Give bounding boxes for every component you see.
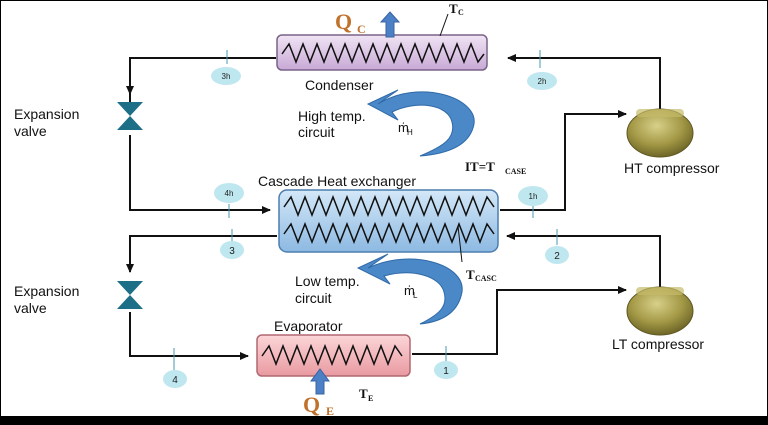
svg-text:E: E [368,394,373,403]
svg-text:C: C [458,8,464,17]
svg-text:ṁ: ṁ [398,120,409,135]
cascade-hx-label: Cascade Heat exchanger [258,173,416,189]
svg-text:E: E [326,404,334,418]
m-l-label: ṁ L [404,283,418,300]
svg-text:CASE: CASE [505,167,526,176]
high-temp-label-2: circuit [298,124,335,140]
expansion-valve-bottom-label-1: Expansion [14,283,79,299]
expansion-valve-bottom [117,281,143,309]
state-point-1: 1 [434,346,458,379]
condenser-label: Condenser [305,77,374,93]
svg-text:CASC: CASC [475,274,497,283]
ht-compressor-label: HT compressor [624,160,720,176]
low-temp-label-1: Low temp. [295,273,360,289]
low-temp-label-2: circuit [295,290,332,306]
evaporator [256,334,411,377]
lt-compressor-label: LT compressor [612,336,704,352]
t-c-label: T C [449,1,464,17]
m-h-label: ṁ H [398,120,413,137]
heat-out-arrow [379,11,401,38]
q-e-label: Q E [303,392,334,418]
high-temp-label-1: High temp. [298,108,366,124]
t-e-label: T E [359,386,373,403]
state-point-4: 4 [163,348,187,388]
low-temp-pipes [126,232,661,360]
expansion-valve-top-label-1: Expansion [14,106,79,122]
svg-text:Q: Q [303,392,320,417]
lt-compressor [626,286,694,336]
svg-text:4: 4 [172,375,178,386]
svg-text:C: C [357,22,366,36]
condenser-coil [281,41,485,65]
svg-text:T: T [449,1,458,16]
svg-text:ṁ: ṁ [404,283,415,298]
state-point-1h: 1h [518,186,548,218]
svg-text:4h: 4h [225,189,234,198]
it-eq-label: IT=T CASE [465,159,526,176]
svg-text:1: 1 [443,366,449,377]
cascade-coil-bottom [283,221,495,245]
svg-text:T: T [359,386,368,401]
t-casc-label: T CASC [466,267,497,283]
ht-compressor [626,108,694,158]
state-point-3: 3 [220,229,244,259]
cascade-coil-top [283,194,495,218]
svg-text:Q: Q [335,9,352,34]
svg-text:H: H [407,128,413,137]
svg-text:T: T [466,267,475,282]
high-temp-circuit-arrow [366,89,475,157]
low-temp-circuit-arrow [356,253,463,325]
svg-text:1h: 1h [529,192,538,201]
cascade-heat-exchanger [278,189,499,253]
state-point-3h: 3h [211,50,241,85]
svg-text:L: L [413,291,418,300]
expansion-valve-bottom-label-2: valve [14,300,47,316]
heat-in-arrow [310,368,330,395]
q-c-label: Q C [335,9,366,36]
svg-text:3h: 3h [222,72,231,81]
svg-text:2h: 2h [538,77,547,86]
t-casc-leader [457,225,463,263]
state-point-2h: 2h [527,50,557,90]
expansion-valve-top [117,94,143,130]
svg-text:2: 2 [554,251,560,262]
state-point-4h: 4h [214,183,244,218]
expansion-valve-top-label-2: valve [14,123,47,139]
evaporator-coil [261,343,403,367]
state-point-2: 2 [545,229,569,264]
svg-text:IT=T: IT=T [465,159,495,174]
condenser [276,34,488,71]
t-c-leader [439,13,449,37]
evaporator-label: Evaporator [274,318,343,334]
svg-text:3: 3 [229,246,235,257]
